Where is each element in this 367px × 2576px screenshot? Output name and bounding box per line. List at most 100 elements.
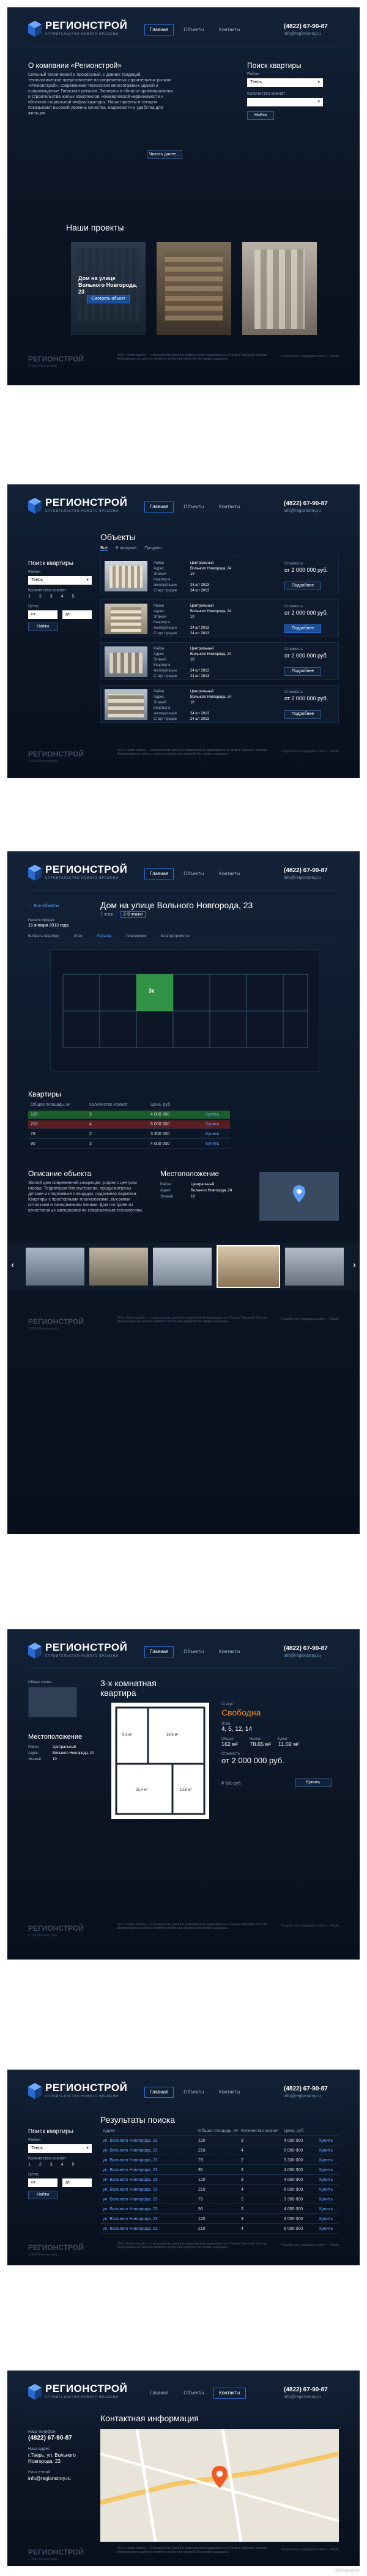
- room-option[interactable]: 4: [61, 594, 64, 599]
- location-map[interactable]: [259, 1172, 339, 1221]
- room-option[interactable]: 2: [39, 594, 42, 599]
- search-rooms-select[interactable]: ▾: [247, 98, 323, 106]
- room-option[interactable]: 5: [72, 594, 75, 599]
- cell-address[interactable]: ул. Вольного Новгорода, 23: [103, 2158, 158, 2163]
- header-email[interactable]: info@regionstroy.ru: [284, 1654, 321, 1658]
- buy-link[interactable]: Купить: [206, 1122, 220, 1127]
- logo[interactable]: РЕГИОНСТРОЙ СТРОИТЕЛЬСТВО НОВОГО ВРЕМЕНИ: [28, 497, 127, 517]
- floor-plan[interactable]: 3к: [50, 949, 319, 1071]
- logo[interactable]: РЕГИОНСТРОЙ СТРОИТЕЛЬСТВО НОВОГО ВРЕМЕНИ: [28, 20, 127, 40]
- nav-home[interactable]: Главная: [144, 2087, 174, 2098]
- gallery-photo[interactable]: [26, 1248, 84, 1286]
- footer-logo[interactable]: РЕГИОНСТРОЙ: [28, 1924, 84, 1933]
- buy-link[interactable]: Купить: [319, 2188, 333, 2192]
- buy-link[interactable]: Купить: [319, 2207, 333, 2211]
- footer-dev[interactable]: Разработка и поддержка сайта — Studio: [281, 1924, 339, 1928]
- logo[interactable]: РЕГИОНСТРОЙ СТРОИТЕЛЬСТВО НОВОГО ВРЕМЕНИ: [28, 1641, 127, 1662]
- nav-contacts[interactable]: Контакты: [213, 2388, 246, 2399]
- buy-link[interactable]: Купить: [319, 2217, 333, 2221]
- tab-floor-2-9[interactable]: 2-9 этажи: [120, 911, 146, 918]
- room-option[interactable]: 2: [39, 2163, 42, 2167]
- cell-address[interactable]: ул. Вольного Новгорода, 23: [103, 2217, 158, 2221]
- filter-price-to[interactable]: до: [62, 610, 92, 619]
- filter-district-select[interactable]: Тверь▾: [28, 576, 92, 585]
- flat-plan[interactable]: 9,1 м² 18,6 м² 25,4 м² 13,6 м²: [111, 1703, 209, 1819]
- search-button[interactable]: Найти: [247, 111, 274, 120]
- filter-find-button[interactable]: Найти: [28, 623, 57, 631]
- buy-link[interactable]: Купить: [319, 2178, 333, 2182]
- footer-dev[interactable]: Разработка и поддержка сайта — Studio: [281, 750, 339, 753]
- buy-link[interactable]: Купить: [206, 1132, 220, 1136]
- header-phone[interactable]: (4822) 67-90-87: [284, 23, 328, 30]
- object-photo[interactable]: [105, 689, 147, 720]
- buy-link[interactable]: Купить: [319, 2227, 333, 2231]
- nav-home[interactable]: Главная: [144, 868, 174, 879]
- subtab-choose[interactable]: Выбрать квартиру: [28, 935, 59, 938]
- search-district-select[interactable]: Тверь▾: [247, 78, 323, 87]
- table-row[interactable]: 120 3 4 000 000 Купить: [28, 1111, 230, 1119]
- detail-button[interactable]: Подробнее: [284, 710, 321, 719]
- nav-contacts[interactable]: Контакты: [219, 871, 240, 876]
- header-email[interactable]: info@regionstroy.ru: [284, 509, 321, 513]
- buy-link[interactable]: Купить: [319, 2149, 333, 2153]
- subtab-entrance[interactable]: Подъезд: [97, 935, 112, 938]
- tab-floor-1[interactable]: 1 этаж: [100, 912, 113, 917]
- filter-price-from[interactable]: от: [28, 2178, 57, 2187]
- logo[interactable]: РЕГИОНСТРОЙ СТРОИТЕЛЬСТВО НОВОГО ВРЕМЕНИ: [28, 864, 127, 884]
- more-button[interactable]: Читать далее...: [147, 150, 182, 159]
- tab-on-sale[interactable]: В продаже: [115, 546, 137, 550]
- gallery-next[interactable]: ›: [353, 1260, 356, 1271]
- filter-price-from[interactable]: от: [28, 610, 57, 619]
- buy-link[interactable]: Купить: [319, 2158, 333, 2163]
- object-photo[interactable]: [105, 561, 147, 591]
- nav-objects[interactable]: Объекты: [184, 504, 204, 509]
- cell-address[interactable]: ул. Вольного Новгорода, 23: [103, 2178, 158, 2182]
- project-photo-2[interactable]: [157, 242, 231, 335]
- table-row[interactable]: 90 3 4 000 000 Купить: [28, 1140, 230, 1149]
- buy-link[interactable]: Купить: [206, 1112, 220, 1117]
- nav-home[interactable]: Главная: [144, 1646, 174, 1657]
- gallery-prev[interactable]: ‹: [11, 1260, 14, 1271]
- detail-button[interactable]: Подробнее: [284, 582, 321, 590]
- cell-address[interactable]: ул. Вольного Новгорода, 23: [103, 2188, 158, 2192]
- nav-contacts[interactable]: Контакты: [219, 1649, 240, 1654]
- project-photo-3[interactable]: [242, 242, 317, 335]
- nav-home[interactable]: Главная: [150, 2390, 169, 2396]
- buy-link[interactable]: Купить: [319, 2139, 333, 2143]
- back-link[interactable]: ← Все объекты: [28, 904, 59, 908]
- cell-address[interactable]: ул. Вольного Новгорода, 23: [103, 2227, 158, 2231]
- header-email[interactable]: info@regionstroy.ru: [284, 32, 321, 36]
- nav-objects[interactable]: Объекты: [184, 2390, 204, 2396]
- table-row[interactable]: 78 2 3 300 000 Купить: [28, 1130, 230, 1139]
- buy-link[interactable]: Купить: [206, 1142, 220, 1146]
- subtab-plans[interactable]: Планировки: [125, 935, 147, 938]
- cell-address[interactable]: ул. Вольного Новгорода, 23: [103, 2168, 158, 2172]
- subtab-improvement[interactable]: Благоустройство: [161, 935, 190, 938]
- room-option[interactable]: 5: [72, 2163, 75, 2167]
- footer-dev[interactable]: Разработка и поддержка сайта — Studio: [281, 2548, 339, 2552]
- phone-value[interactable]: (4822) 67-90-87: [28, 2435, 72, 2441]
- object-photo[interactable]: [105, 646, 147, 677]
- gallery-photo-active[interactable]: [217, 1245, 280, 1288]
- cell-address[interactable]: ул. Вольного Новгорода, 23: [103, 2197, 158, 2202]
- footer-logo[interactable]: РЕГИОНСТРОЙ: [28, 1317, 84, 1326]
- flat-marker[interactable]: 3к: [149, 988, 155, 994]
- project-view-button[interactable]: Смотреть объект: [87, 295, 130, 303]
- tab-all[interactable]: Все: [100, 546, 108, 551]
- nav-objects[interactable]: Объекты: [184, 871, 204, 876]
- room-option[interactable]: 3: [50, 594, 53, 599]
- buy-button[interactable]: Купить: [295, 1778, 332, 1787]
- header-phone[interactable]: (4822) 67-90-87: [284, 2386, 328, 2393]
- header-phone[interactable]: (4822) 67-90-87: [284, 867, 328, 874]
- filter-find-button[interactable]: Найти: [28, 2191, 57, 2199]
- detail-button[interactable]: Подробнее: [284, 667, 321, 676]
- gallery-photo[interactable]: [153, 1248, 212, 1286]
- room-option[interactable]: 4: [61, 2163, 64, 2167]
